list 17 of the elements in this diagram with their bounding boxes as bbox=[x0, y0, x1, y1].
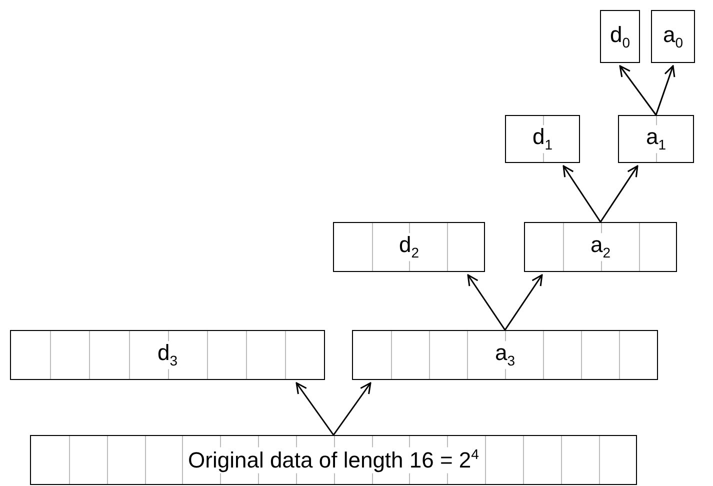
arrow bbox=[562, 165, 602, 222]
array-box bbox=[651, 10, 695, 63]
arrow bbox=[296, 382, 334, 436]
array-box bbox=[600, 10, 640, 63]
array-box bbox=[524, 222, 677, 272]
array-box bbox=[352, 330, 658, 380]
arrow bbox=[655, 65, 676, 116]
array-box bbox=[618, 115, 694, 163]
arrow bbox=[467, 274, 506, 330]
arrow bbox=[504, 274, 543, 330]
arrow bbox=[619, 65, 657, 116]
array-box bbox=[333, 222, 485, 272]
array-box bbox=[505, 115, 580, 163]
array-box bbox=[10, 330, 325, 380]
arrow bbox=[600, 165, 638, 222]
arrow bbox=[332, 382, 372, 436]
array-box bbox=[30, 435, 637, 485]
